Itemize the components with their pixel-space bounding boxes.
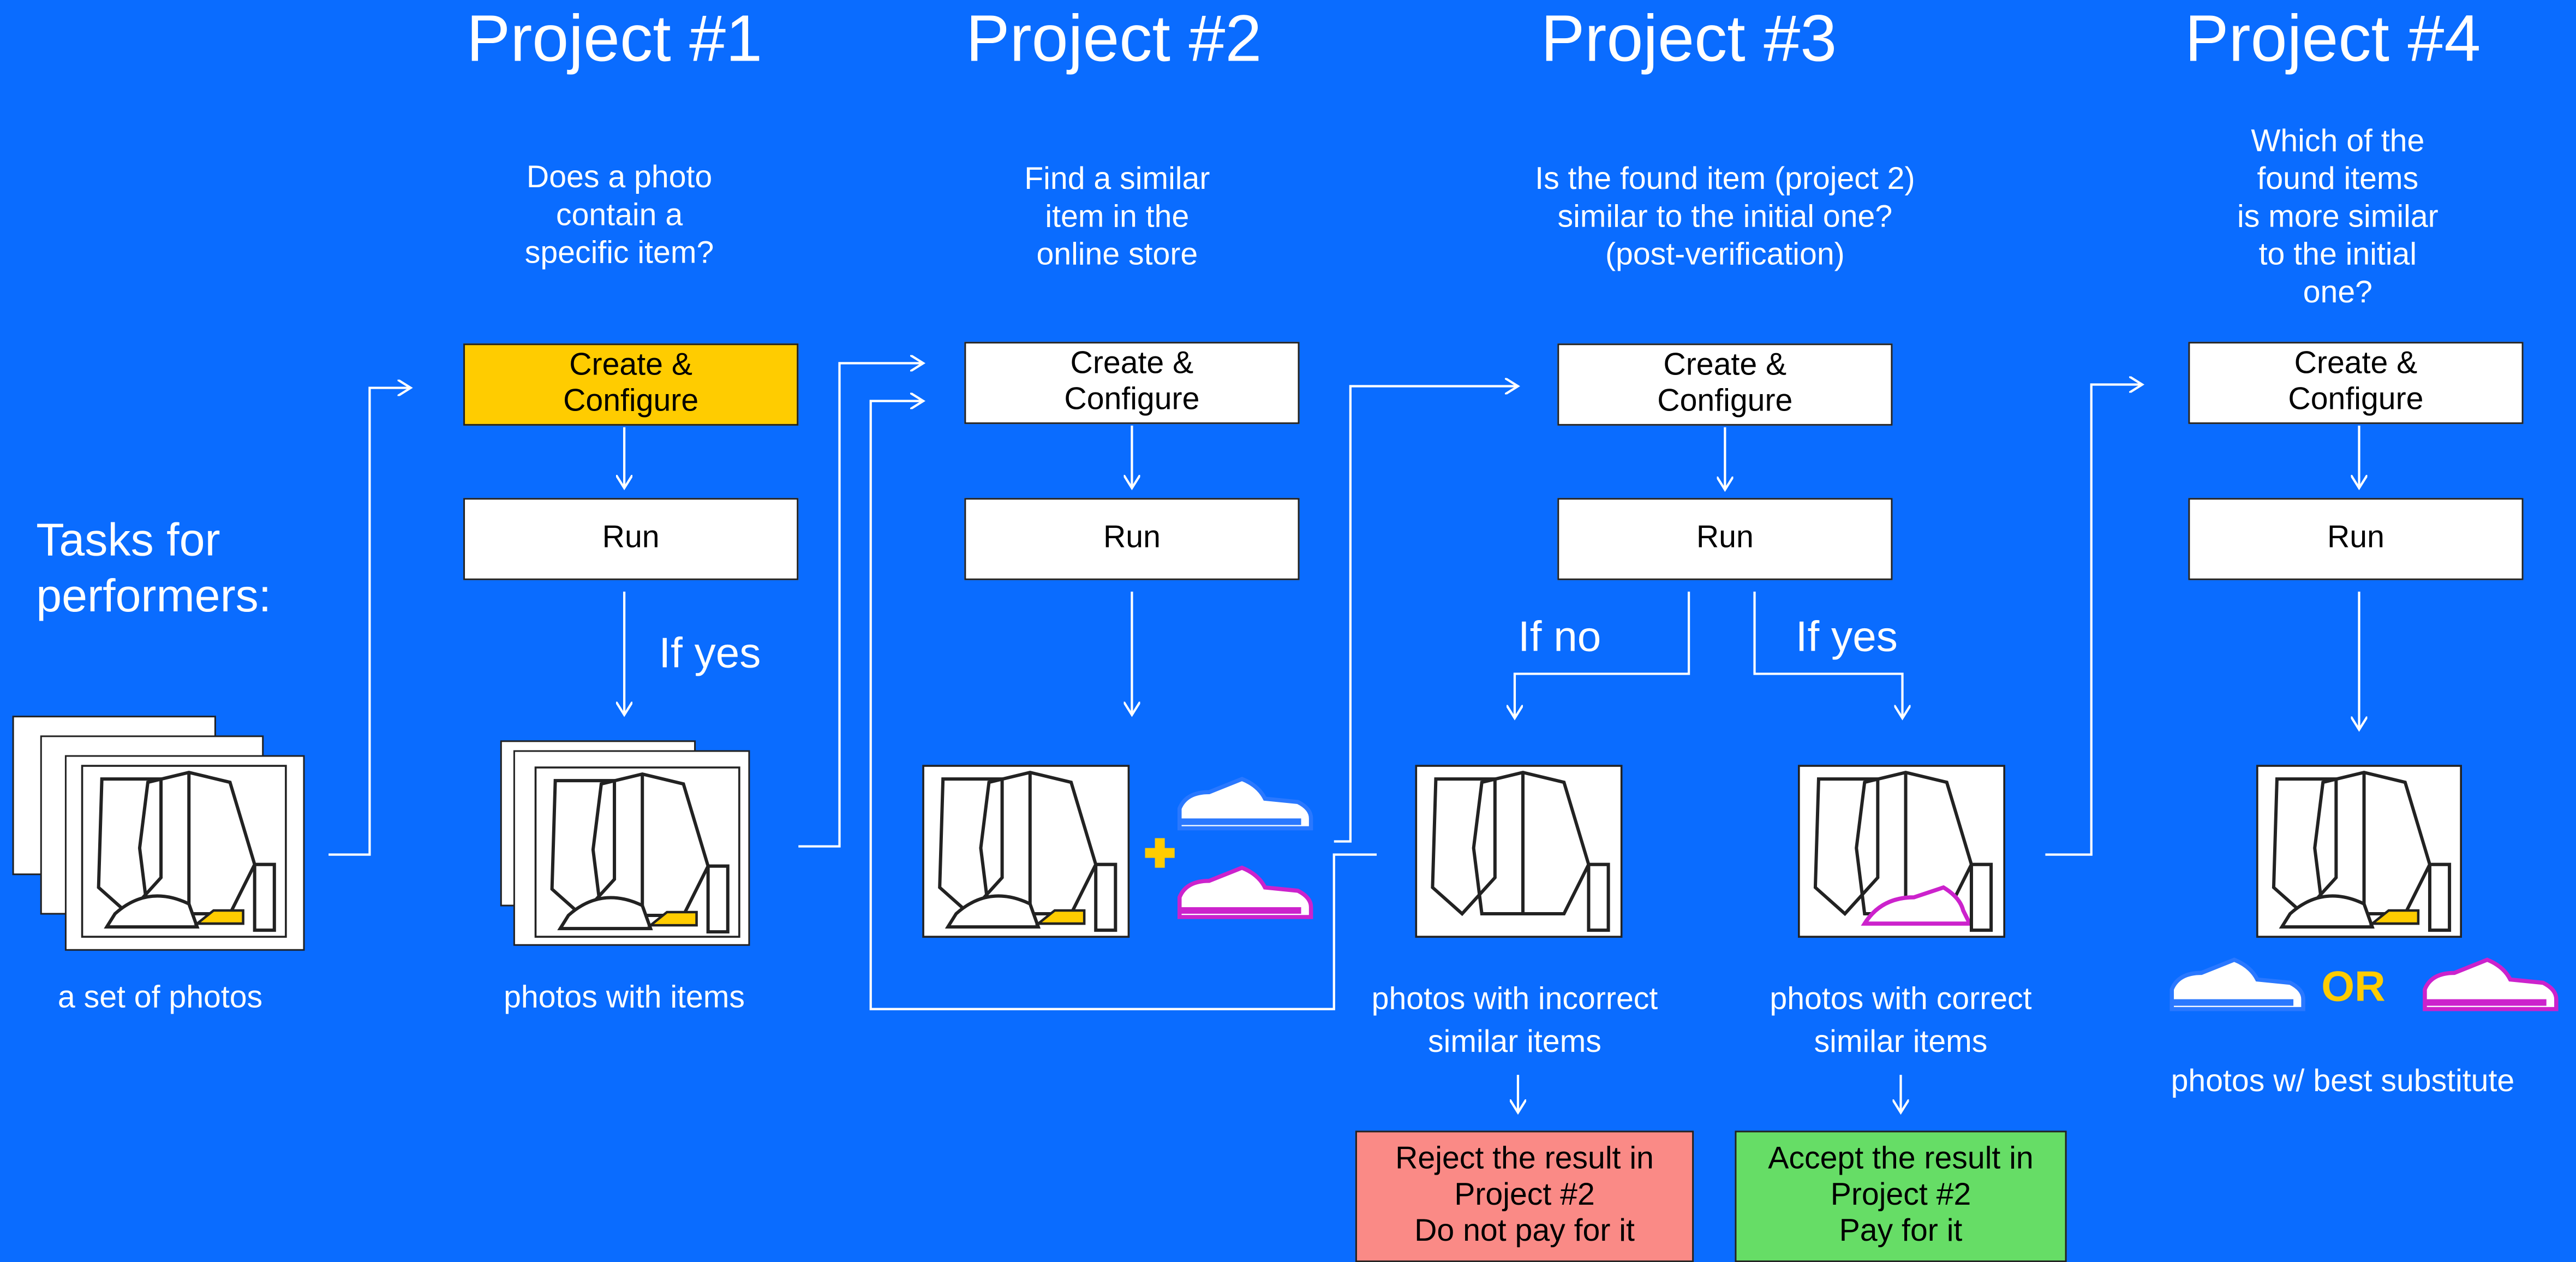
- clothing-photo-icon: [1798, 765, 2005, 938]
- clothing-photo-icon: [2256, 765, 2462, 938]
- accept-result-box: Accept the result in Project #2 Pay for …: [1735, 1130, 2067, 1262]
- incorrect-items-caption: photos with incorrect similar items: [1371, 983, 1658, 1060]
- p1-if-yes-label: If yes: [659, 628, 761, 677]
- magenta-shoe-icon: [1177, 865, 1313, 919]
- p4-run-box: Run: [2188, 498, 2524, 580]
- project-3-title: Project #3: [1540, 3, 1837, 76]
- blue-shoe-icon: [1177, 777, 1313, 831]
- blue-shoe-icon: [2169, 957, 2305, 1011]
- p1-create-configure-box: Create & Configure: [463, 343, 799, 426]
- project-1-question: Does a photo contain a specific item?: [524, 161, 714, 271]
- project-1-title: Project #1: [466, 3, 763, 76]
- p2-run-box: Run: [964, 498, 1300, 580]
- p3-create-configure-box: Create & Configure: [1557, 343, 1893, 426]
- set-of-photos-caption: a set of photos: [57, 981, 263, 1016]
- reject-result-box: Reject the result in Project #2 Do not p…: [1355, 1130, 1694, 1262]
- plus-icon: [1145, 838, 1175, 868]
- p3-if-no-label: If no: [1517, 611, 1601, 661]
- clothing-photo-icon: [1415, 765, 1623, 938]
- p3-run-box: Run: [1557, 498, 1893, 580]
- best-substitute-caption: photos w/ best substitute: [2171, 1064, 2515, 1100]
- p2-create-configure-box: Create & Configure: [964, 342, 1300, 424]
- project-4-question: Which of the found items is more similar…: [2237, 124, 2438, 311]
- photos-with-items-caption: photos with items: [504, 981, 745, 1016]
- clothing-photo-icon: [534, 766, 740, 938]
- correct-items-caption: photos with correct similar items: [1770, 983, 2032, 1060]
- project-2-title: Project #2: [966, 3, 1262, 76]
- or-label: OR: [2321, 961, 2386, 1011]
- project-4-title: Project #4: [2185, 3, 2481, 76]
- project-2-question: Find a similar item in the online store: [1024, 163, 1210, 273]
- clothing-photo-icon: [81, 765, 287, 938]
- magenta-shoe-icon: [2423, 957, 2559, 1011]
- project-3-question: Is the found item (project 2) similar to…: [1535, 163, 1915, 273]
- clothing-photo-icon: [922, 765, 1130, 938]
- p3-if-yes-label: If yes: [1795, 611, 1898, 661]
- p1-run-box: Run: [463, 498, 799, 580]
- p4-create-configure-box: Create & Configure: [2188, 342, 2524, 424]
- tasks-heading: Tasks for performers:: [36, 514, 272, 622]
